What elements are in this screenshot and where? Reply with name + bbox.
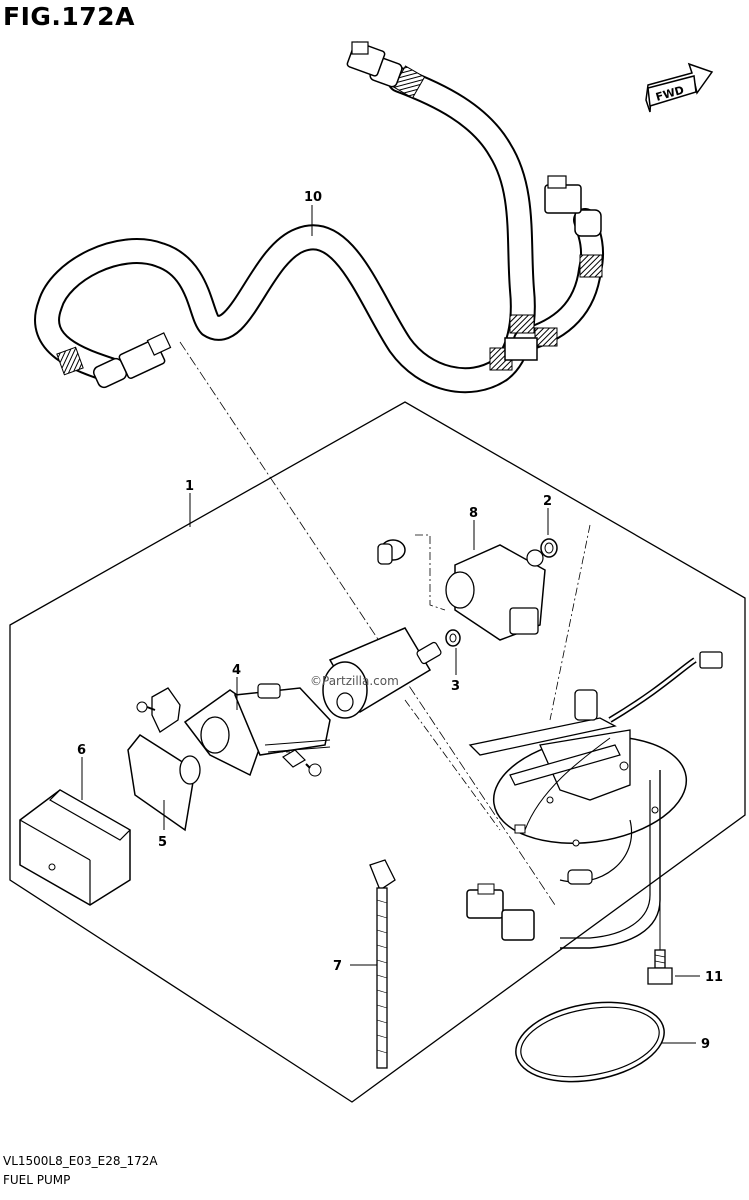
callout-6: 6	[77, 743, 86, 758]
fuel-pump-base-plate	[468, 651, 723, 949]
gasket-ring	[515, 1001, 665, 1083]
callout-7: 7	[333, 959, 342, 974]
diagram-name: FUEL PUMP	[3, 1173, 71, 1187]
cable-tie	[369, 859, 396, 1069]
callout-2: 2	[543, 494, 552, 509]
fwd-arrow-icon: FWD	[645, 62, 714, 113]
figure-title: FIG.172A	[3, 2, 135, 31]
hose-connector-left	[92, 332, 172, 389]
pump-cover	[19, 789, 131, 906]
pressure-regulator	[377, 539, 546, 641]
fuel-hose-assembly	[34, 41, 605, 394]
bolt	[647, 949, 673, 985]
callout-1: 1	[185, 479, 194, 494]
pump-wiring-connector	[466, 883, 535, 941]
diagram-code: VL1500L8_E03_E28_172A	[3, 1154, 158, 1168]
callout-8: 8	[469, 506, 478, 521]
callout-10: 10	[304, 190, 322, 205]
fuel-filter	[127, 734, 201, 832]
callout-11: 11	[705, 970, 723, 985]
pump-housing	[183, 683, 331, 777]
callout-3: 3	[451, 679, 460, 694]
leader-lines	[81, 205, 700, 1044]
hose-connector-right	[544, 175, 602, 237]
fuel-pump-motor	[322, 627, 442, 719]
callout-9: 9	[701, 1037, 710, 1052]
watermark: ©Partzilla.com	[310, 674, 399, 688]
hose-connector-top	[346, 41, 403, 88]
mounting-bracket	[136, 687, 322, 777]
callout-5: 5	[158, 835, 167, 850]
assembly-outline	[9, 401, 746, 1103]
callout-4: 4	[232, 663, 241, 678]
